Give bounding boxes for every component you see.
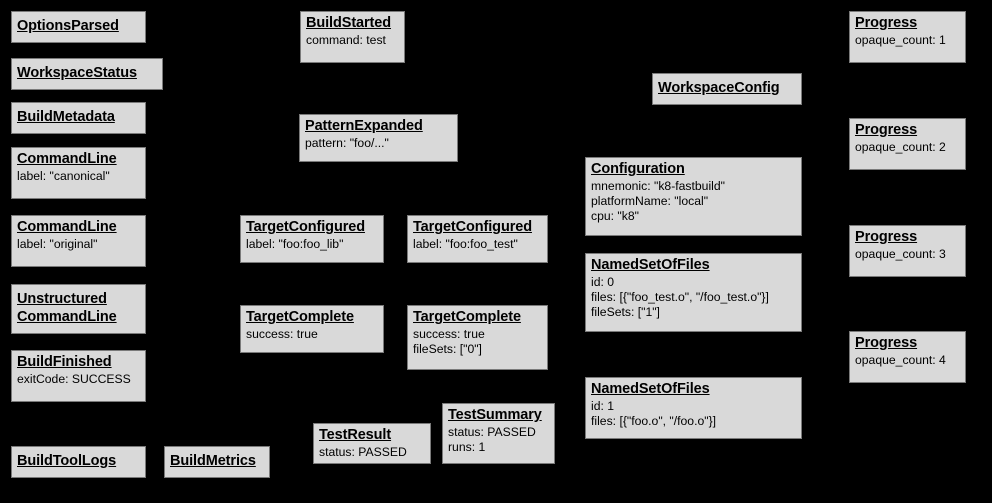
node-title: BuildMetadata bbox=[17, 108, 115, 125]
node-title: NamedSetOfFiles bbox=[591, 257, 710, 273]
node-field: platformName: "local" bbox=[591, 193, 709, 208]
node-fields: success: true bbox=[246, 327, 378, 342]
node-fields: label: "foo:foo_lib" bbox=[246, 237, 378, 252]
node-title: TargetConfigured bbox=[413, 219, 532, 235]
node-progress-3[interactable]: Progress opaque_count: 3 bbox=[849, 225, 966, 277]
node-pattern-expanded[interactable]: PatternExpanded pattern: "foo/..." bbox=[299, 114, 458, 162]
node-fields: status: PASSED bbox=[319, 445, 425, 460]
node-build-metadata[interactable]: BuildMetadata bbox=[11, 102, 146, 134]
node-fields: opaque_count: 3 bbox=[855, 247, 960, 262]
node-fields: opaque_count: 2 bbox=[855, 140, 960, 155]
node-field: mnemonic: "k8-fastbuild" bbox=[591, 179, 725, 194]
node-command-line-original[interactable]: CommandLine label: "original" bbox=[11, 215, 146, 267]
node-field: opaque_count: 2 bbox=[855, 140, 946, 155]
node-fields: mnemonic: "k8-fastbuild"platformName: "l… bbox=[591, 179, 796, 224]
node-title: Configuration bbox=[591, 161, 685, 177]
node-title: Progress bbox=[855, 335, 918, 351]
node-field: fileSets: ["0"] bbox=[413, 341, 482, 356]
node-field: opaque_count: 3 bbox=[855, 247, 946, 262]
node-field: success: true bbox=[413, 327, 485, 342]
node-title: CommandLine bbox=[17, 219, 117, 235]
node-target-configured-foo-test[interactable]: TargetConfigured label: "foo:foo_test" bbox=[407, 215, 548, 263]
node-title: NamedSetOfFiles bbox=[591, 381, 710, 397]
node-title: BuildStarted bbox=[306, 15, 392, 31]
node-title: BuildFinished bbox=[17, 354, 112, 370]
node-title: TargetComplete bbox=[413, 309, 521, 325]
node-title: WorkspaceStatus bbox=[17, 64, 137, 81]
node-field: fileSets: ["1"] bbox=[591, 304, 660, 319]
node-build-finished[interactable]: BuildFinished exitCode: SUCCESS bbox=[11, 350, 146, 402]
node-fields: exitCode: SUCCESS bbox=[17, 372, 140, 387]
node-build-started[interactable]: BuildStarted command: test bbox=[300, 11, 405, 63]
node-progress-4[interactable]: Progress opaque_count: 4 bbox=[849, 331, 966, 383]
node-test-result[interactable]: TestResult status: PASSED bbox=[313, 423, 431, 464]
node-field: command: test bbox=[306, 33, 386, 48]
node-options-parsed[interactable]: OptionsParsed bbox=[11, 11, 146, 43]
node-configuration[interactable]: Configuration mnemonic: "k8-fastbuild"pla… bbox=[585, 157, 802, 236]
node-field: label: "foo:foo_lib" bbox=[246, 237, 344, 252]
node-field: success: true bbox=[246, 327, 318, 342]
node-target-configured-foo-lib[interactable]: TargetConfigured label: "foo:foo_lib" bbox=[240, 215, 384, 263]
node-title: Progress bbox=[855, 229, 918, 245]
node-field: cpu: "k8" bbox=[591, 208, 639, 223]
node-title: BuildMetrics bbox=[170, 452, 256, 469]
node-field: id: 1 bbox=[591, 399, 615, 414]
node-title: WorkspaceConfig bbox=[658, 79, 780, 96]
node-fields: label: "original" bbox=[17, 237, 140, 252]
node-field: label: "foo:foo_test" bbox=[413, 237, 518, 252]
node-target-complete-lib[interactable]: TargetComplete success: true bbox=[240, 305, 384, 353]
node-title: Progress bbox=[855, 15, 918, 31]
node-fields: label: "canonical" bbox=[17, 169, 140, 184]
node-title: TestResult bbox=[319, 427, 392, 443]
node-field: pattern: "foo/..." bbox=[305, 136, 389, 151]
node-field: label: "original" bbox=[17, 237, 98, 252]
node-workspace-config[interactable]: WorkspaceConfig bbox=[652, 73, 802, 105]
node-title: TargetComplete bbox=[246, 309, 354, 325]
node-fields: command: test bbox=[306, 33, 399, 48]
node-progress-1[interactable]: Progress opaque_count: 1 bbox=[849, 11, 966, 63]
node-title: TestSummary bbox=[448, 407, 542, 423]
node-title: BuildToolLogs bbox=[17, 452, 117, 469]
node-title: Progress bbox=[855, 122, 918, 138]
node-unstructured-command-line[interactable]: Unstructured CommandLine bbox=[11, 284, 146, 334]
node-field: label: "canonical" bbox=[17, 169, 110, 184]
node-fields: label: "foo:foo_test" bbox=[413, 237, 542, 252]
node-field: status: PASSED bbox=[448, 425, 536, 440]
node-title: Unstructured CommandLine bbox=[17, 291, 117, 325]
node-field: opaque_count: 4 bbox=[855, 353, 946, 368]
node-title: OptionsParsed bbox=[17, 17, 119, 34]
node-field: files: [{"foo_test.o", "/foo_test.o"}] bbox=[591, 289, 769, 304]
node-field: status: PASSED bbox=[319, 445, 407, 460]
node-fields: pattern: "foo/..." bbox=[305, 136, 452, 151]
node-workspace-status[interactable]: WorkspaceStatus bbox=[11, 58, 163, 90]
node-field: id: 0 bbox=[591, 275, 615, 290]
node-fields: opaque_count: 4 bbox=[855, 353, 960, 368]
node-command-line-canonical[interactable]: CommandLine label: "canonical" bbox=[11, 147, 146, 199]
node-field: opaque_count: 1 bbox=[855, 33, 946, 48]
node-title: PatternExpanded bbox=[305, 118, 423, 134]
node-build-tool-logs[interactable]: BuildToolLogs bbox=[11, 446, 146, 478]
node-build-metrics[interactable]: BuildMetrics bbox=[164, 446, 270, 478]
node-field: runs: 1 bbox=[448, 439, 486, 454]
node-title: TargetConfigured bbox=[246, 219, 365, 235]
node-field: exitCode: SUCCESS bbox=[17, 372, 131, 387]
node-fields: opaque_count: 1 bbox=[855, 33, 960, 48]
node-title: CommandLine bbox=[17, 151, 117, 167]
node-field: files: [{"foo.o", "/foo.o"}] bbox=[591, 413, 717, 428]
node-progress-2[interactable]: Progress opaque_count: 2 bbox=[849, 118, 966, 170]
